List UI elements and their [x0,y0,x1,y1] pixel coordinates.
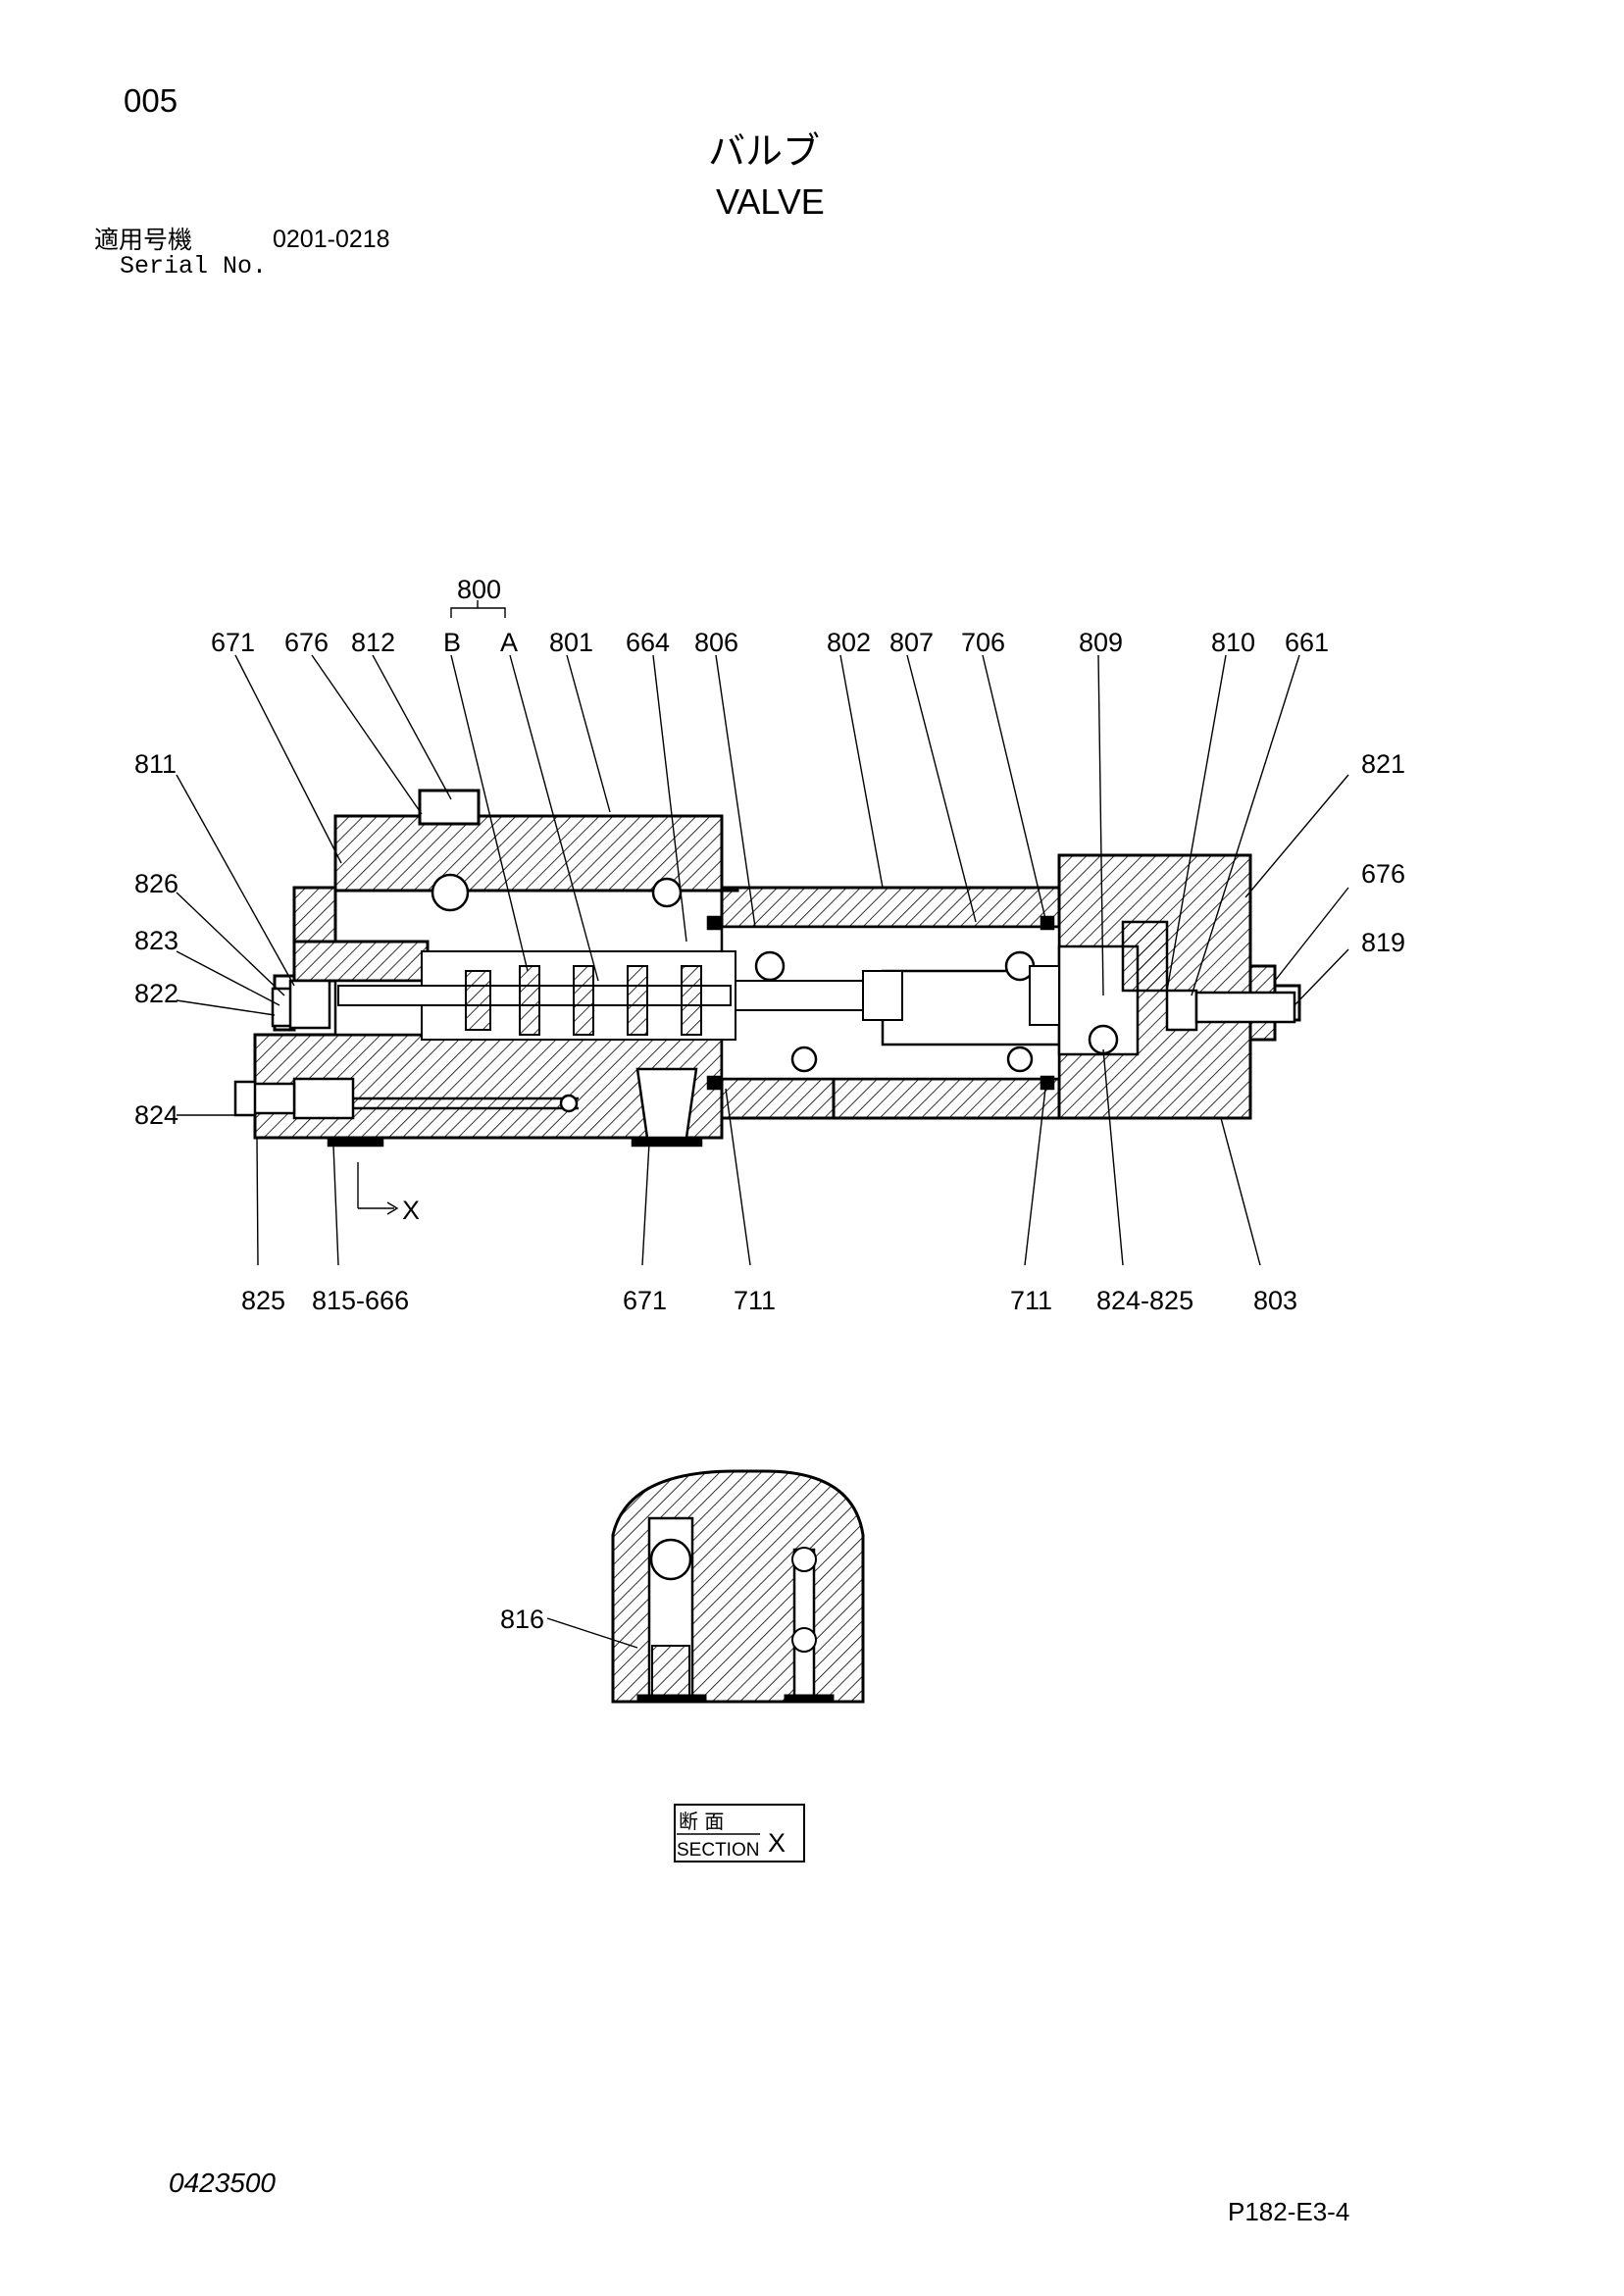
left-end-fittings [233,979,331,1117]
section-label-japanese: 断 面 [679,1810,724,1833]
spool [337,950,1060,1041]
bottom-ports [327,915,1055,1148]
label-802: 802 [827,628,871,657]
footer-page-code: P182-E3-4 [1228,2197,1350,2226]
section-x-detail [611,1469,865,1704]
label-803: 803 [1253,1286,1297,1315]
label-819: 819 [1361,928,1405,957]
label-816: 816 [500,1605,544,1634]
label-x: X [402,1196,420,1225]
label-676-right: 676 [1361,859,1405,889]
serial-label-japanese: 適用号機 [94,226,193,254]
label-661: 661 [1285,628,1329,657]
label-711-left: 711 [734,1286,776,1315]
label-801: 801 [549,628,593,657]
label-800: 800 [457,575,501,604]
label-676-top: 676 [284,628,329,657]
section-label-x: X [768,1828,786,1858]
label-824: 824 [134,1100,178,1130]
section-label-english: SECTION [677,1840,759,1861]
part-labels: 800 B A 671 676 812 801 664 806 802 807 … [134,575,1405,1634]
label-823: 823 [134,926,178,955]
label-810: 810 [1211,628,1255,657]
label-821: 821 [1361,749,1405,779]
label-806: 806 [694,628,738,657]
label-706: 706 [961,628,1005,657]
document-number: 0423500 [169,2168,277,2198]
label-807: 807 [889,628,934,657]
label-824-825: 824-825 [1096,1286,1193,1315]
title-english: VALVE [716,181,825,222]
label-815-666: 815-666 [312,1286,409,1315]
label-811: 811 [134,749,177,779]
label-711-right: 711 [1010,1286,1052,1315]
label-b: B [443,628,461,657]
label-822: 822 [134,979,178,1008]
label-664: 664 [626,628,670,657]
serial-range: 0201-0218 [273,226,390,253]
label-826: 826 [134,869,178,898]
label-825: 825 [241,1286,285,1315]
label-809: 809 [1079,628,1123,657]
label-671-bottom: 671 [623,1286,667,1315]
label-a: A [500,628,518,657]
page-code: 005 [124,82,178,119]
section-label: 断 面 SECTION X [674,1804,805,1862]
serial-label-english: Serial No. [120,252,268,281]
label-812: 812 [351,628,395,657]
title-japanese: バルブ [708,129,821,173]
label-671-top: 671 [211,628,255,657]
